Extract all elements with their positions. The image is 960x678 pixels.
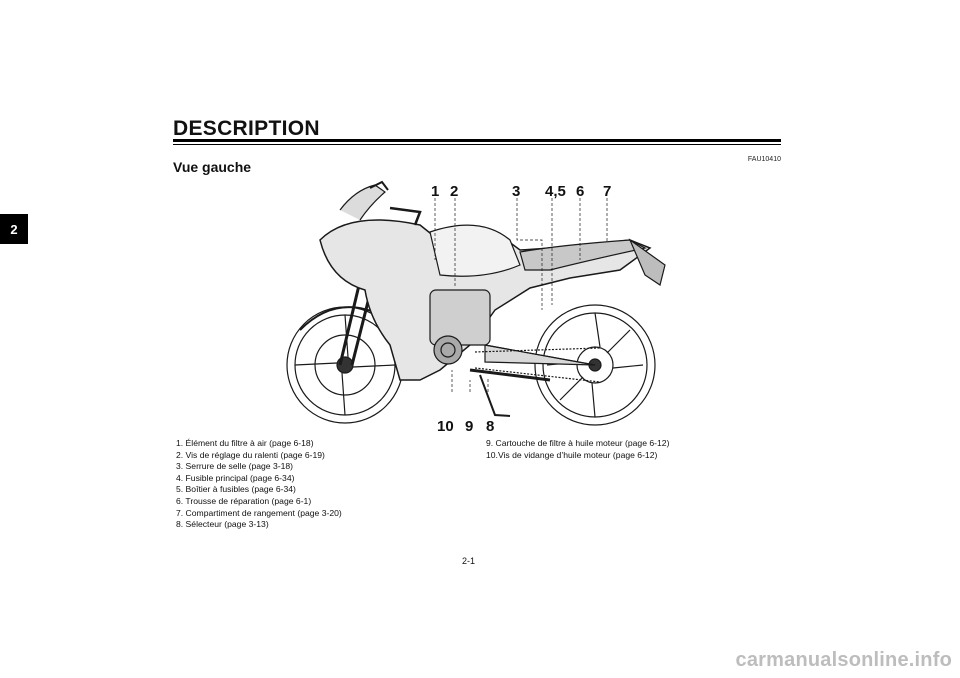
callout-8: 8 [486,418,495,435]
legend-right: 9. Cartouche de filtre à huile moteur (p… [486,438,669,461]
doc-code: FAU10410 [747,156,781,163]
callout-6: 6 [576,183,585,200]
callout-1: 1 [431,183,440,200]
title-rule-thin [173,144,781,145]
page-number: 2-1 [462,556,476,566]
section-tab: 2 [0,214,28,244]
legend-left: 1. Élément du filtre à air (page 6-18) 2… [176,438,342,531]
callout-3: 3 [512,183,521,200]
watermark: carmanualsonline.info [735,649,952,671]
callout-4-5: 4,5 [545,183,566,200]
legend-item: 5. Boîtier à fusibles (page 6-34) [176,484,296,495]
callout-10: 10 [437,418,454,435]
callout-9: 9 [465,418,474,435]
section-subtitle: Vue gauche [173,159,252,175]
rear-tire [534,304,656,426]
legend-item: 4. Fusible principal (page 6-34) [176,472,295,483]
legend-item: 10.Vis de vidange d’huile moteur (page 6… [486,449,658,460]
legend-item: 9. Cartouche de filtre à huile moteur (p… [486,438,670,448]
page-title: DESCRIPTION [173,117,320,140]
legend-item: 1. Élément du filtre à air (page 6-18) [176,438,314,448]
motorcycle-illustration [286,180,666,426]
title-rule-thick [173,139,781,142]
legend-item: 6. Trousse de réparation (page 6-1) [176,495,312,506]
legend-item: 2. Vis de réglage du ralenti (page 6-19) [176,449,325,460]
legend-item: 7. Compartiment de rangement (page 3-20) [176,507,342,518]
legend-item: 8. Sélecteur (page 3-13) [176,519,269,530]
legend-item: 3. Serrure de selle (page 3-18) [176,461,294,472]
callout-2: 2 [450,183,459,200]
callout-7: 7 [603,183,612,200]
